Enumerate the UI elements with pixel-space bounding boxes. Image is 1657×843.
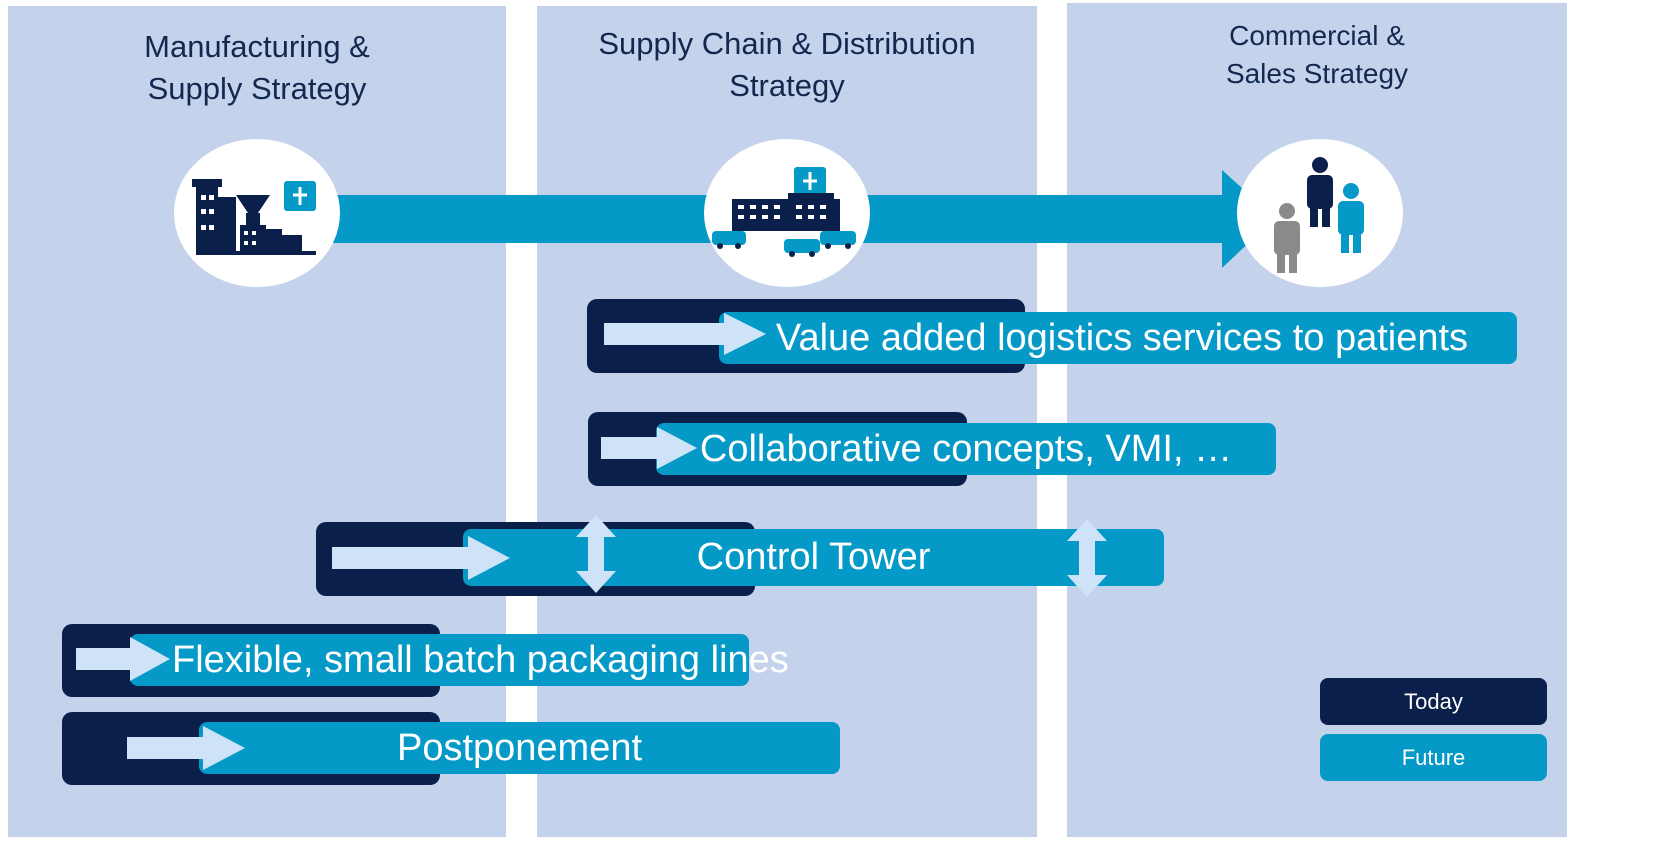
arrow-right-icon — [127, 726, 245, 770]
initiative-label-value-added-logistics: Value added logistics services to patien… — [775, 316, 1469, 359]
double-arrow-vertical-icon — [1067, 519, 1107, 597]
initiative-label-control-tower: Control Tower — [696, 536, 931, 578]
future-bar-collaborative-concepts: Collaborative concepts, VMI, … — [656, 423, 1276, 475]
distribution-circle — [704, 139, 870, 287]
future-bar-flexible-packaging: Flexible, small batch packaging lines — [130, 634, 789, 686]
initiative-label-postponement: Postponement — [396, 726, 643, 769]
column-title-supply-chain: Supply Chain & Distribution Strategy — [598, 26, 976, 103]
factory-icon — [192, 179, 316, 255]
arrow-right-icon — [76, 637, 170, 681]
double-arrow-vertical-icon — [576, 515, 616, 593]
legend-today: Today — [1320, 678, 1547, 725]
commercial-circle — [1237, 139, 1403, 287]
initiative-label-collaborative-concepts: Collaborative concepts, VMI, … — [699, 427, 1233, 470]
manufacturing-circle — [174, 139, 340, 287]
column-title-commercial: Commercial & Sales Strategy — [1225, 20, 1409, 89]
column-title-manufacturing: Manufacturing & Supply Strategy — [144, 29, 370, 106]
distribution-center-icon — [712, 167, 856, 257]
arrow-right-icon — [332, 536, 510, 580]
future-bar-postponement: Postponement — [199, 722, 840, 774]
legend-future: Future — [1320, 734, 1547, 781]
future-bar-control-tower: Control Tower — [463, 529, 1164, 586]
arrow-right-icon — [601, 427, 697, 469]
people-icon — [1274, 157, 1364, 273]
arrow-right-icon — [604, 313, 766, 355]
future-bar-value-added-logistics: Value added logistics services to patien… — [719, 312, 1517, 364]
initiative-label-flexible-packaging: Flexible, small batch packaging lines — [172, 638, 789, 681]
